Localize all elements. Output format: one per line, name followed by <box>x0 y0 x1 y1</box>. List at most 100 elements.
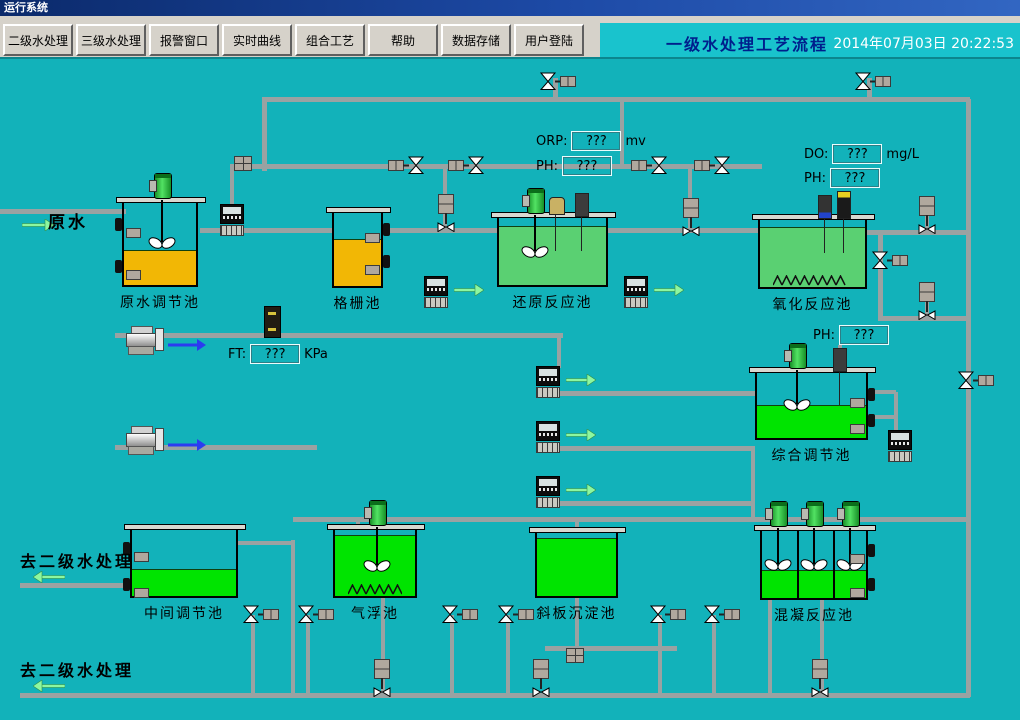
gate-valve[interactable] <box>650 605 686 623</box>
gate-valve[interactable] <box>498 605 534 623</box>
controller-instrument[interactable] <box>220 204 244 236</box>
pipe <box>768 600 772 695</box>
motorized-valve[interactable] <box>682 198 700 236</box>
pipe-sensor <box>264 306 281 338</box>
motorized-valve[interactable] <box>918 282 936 320</box>
port-box <box>126 270 141 280</box>
motorized-valve[interactable] <box>437 194 455 232</box>
gate-valve[interactable] <box>540 72 576 90</box>
gate-valve[interactable] <box>958 371 994 389</box>
gate-valve[interactable] <box>243 605 279 623</box>
tank-label: 氧化反应池 <box>772 297 853 313</box>
controller-instrument[interactable] <box>888 430 912 462</box>
tank-label: 中间调节池 <box>144 606 224 622</box>
liquid-level <box>334 239 381 286</box>
controller-instrument[interactable] <box>424 276 448 308</box>
liquid-level <box>757 405 866 438</box>
pipe <box>20 583 132 588</box>
pipe <box>381 598 385 695</box>
display-label: PH: <box>813 327 835 343</box>
tank-label: 综合调节池 <box>771 448 852 464</box>
motorized-valve[interactable] <box>373 659 391 697</box>
flow-arrow <box>566 429 596 441</box>
toolbar-button-secondary-treatment[interactable]: 二级水处理 <box>3 24 73 56</box>
display-label: PH: <box>804 170 826 186</box>
mixer-motor[interactable] <box>765 501 788 527</box>
flow-arrow <box>566 484 596 496</box>
instrument-screen <box>220 204 244 224</box>
toolbar-button-combined-process[interactable]: 组合工艺 <box>295 24 365 56</box>
mixer-shaft <box>796 370 798 404</box>
controller-instrument[interactable] <box>624 276 648 308</box>
gate-valve[interactable] <box>298 605 334 623</box>
pipe <box>555 501 755 506</box>
tank-inclined-plate-sedimentation <box>535 530 618 598</box>
tank-divider <box>833 530 835 598</box>
instrument-terminals <box>220 225 244 236</box>
toolbar-button-tertiary-treatment[interactable]: 三级水处理 <box>76 24 146 56</box>
pipe <box>115 333 563 338</box>
gate-valve[interactable] <box>872 251 908 269</box>
tank-port <box>868 544 875 557</box>
header-bar: 一级水处理工艺流程 2014年07月03日 20:22:53 <box>600 23 1020 57</box>
display-value: ??? <box>250 344 301 364</box>
tank-rim <box>529 527 626 533</box>
display-unit: KPa <box>304 346 328 362</box>
instrument-terminals <box>536 442 560 453</box>
display-orp: ORP:???mv <box>536 131 646 151</box>
pipe <box>506 615 510 695</box>
pump[interactable] <box>126 426 164 455</box>
toolbar-button-user-login[interactable]: 用户登陆 <box>514 24 584 56</box>
toolbar-button-help[interactable]: 帮助 <box>368 24 438 56</box>
gate-valve[interactable] <box>704 605 740 623</box>
gate-valve[interactable] <box>694 156 730 174</box>
mixer-shaft <box>161 200 163 242</box>
motorized-valve[interactable] <box>918 196 936 234</box>
mixer-shaft <box>813 528 815 564</box>
gate-valve[interactable] <box>388 156 424 174</box>
pipe <box>894 392 898 432</box>
pump-flow-arrow <box>168 339 206 351</box>
mixer-shaft <box>849 528 851 564</box>
mixer-motor[interactable] <box>522 188 545 214</box>
mixer-motor[interactable] <box>364 500 387 526</box>
mixer-propeller <box>521 243 549 259</box>
pipe <box>545 646 677 651</box>
mixer-motor[interactable] <box>784 343 807 369</box>
tank-label: 还原反应池 <box>512 295 593 311</box>
gate-valve[interactable] <box>631 156 667 174</box>
darkblue-sensor <box>818 195 832 219</box>
pipe <box>293 517 970 522</box>
pipe <box>575 598 579 650</box>
motorized-valve[interactable] <box>532 659 550 697</box>
mixer-motor[interactable] <box>149 173 172 199</box>
aeration-zigzag <box>773 275 852 286</box>
gate-valve[interactable] <box>442 605 478 623</box>
port-box <box>850 398 865 408</box>
motorized-valve[interactable] <box>811 659 829 697</box>
sensor-probe <box>581 215 582 251</box>
controller-instrument[interactable] <box>536 421 560 453</box>
window-titlebar[interactable]: 运行系统 <box>0 0 1020 16</box>
controller-instrument[interactable] <box>536 476 560 508</box>
pipe <box>575 519 579 532</box>
gate-valve[interactable] <box>448 156 484 174</box>
chrome-edge <box>0 57 1020 59</box>
mixer-motor[interactable] <box>801 501 824 527</box>
pump-flow-arrow <box>168 439 206 451</box>
flow-arrow <box>566 374 596 386</box>
toolbar-button-data-storage[interactable]: 数据存储 <box>441 24 511 56</box>
gate-valve[interactable] <box>855 72 891 90</box>
mixer-motor[interactable] <box>837 501 860 527</box>
instrument-terminals <box>536 497 560 508</box>
pipe <box>868 390 896 394</box>
instrument-terminals <box>424 297 448 308</box>
display-ph-comprehensive: PH:??? <box>813 325 889 345</box>
toolbar-button-realtime-curve[interactable]: 实时曲线 <box>222 24 292 56</box>
toolbar-button-alarm-window[interactable]: 报警窗口 <box>149 24 219 56</box>
controller-instrument[interactable] <box>536 366 560 398</box>
port-box <box>126 228 141 238</box>
gold-sensor <box>549 197 565 215</box>
pump[interactable] <box>126 326 164 355</box>
instrument-screen <box>536 421 560 441</box>
